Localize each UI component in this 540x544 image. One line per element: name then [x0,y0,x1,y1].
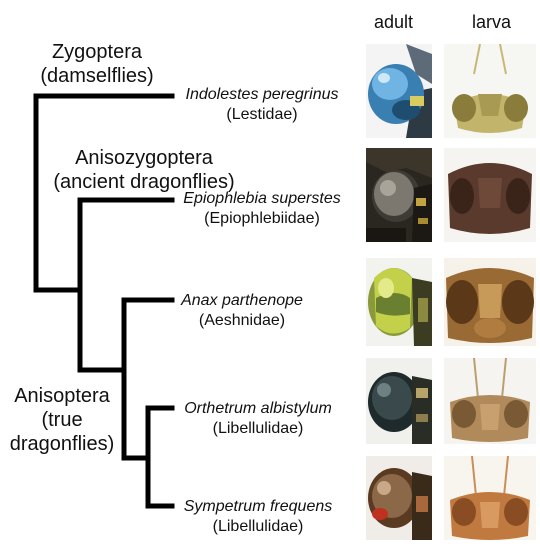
taxon-sympetrum: Sympetrum frequens (Libellulidae) [168,498,348,536]
species-name: Sympetrum frequens [168,498,348,516]
clade-anisoptera-common-1: (true [4,408,120,432]
clade-anisoptera-common-2: dragonflies) [4,432,120,456]
clade-zygoptera-label: Zygoptera (damselflies) [40,40,154,88]
adult-photo-anax [366,258,432,346]
adult-photo-sympetrum [366,456,432,540]
species-name: Orthetrum albistylum [168,400,348,418]
adult-photo-orthetrum [366,358,432,444]
clade-anisoptera-name: Anisoptera [4,384,120,408]
taxon-indolestes: Indolestes peregrinus (Lestidae) [172,86,352,124]
adult-photo-indolestes [366,44,432,138]
clade-zygoptera-name: Zygoptera [40,40,154,64]
clade-anisozygoptera-label: Anisozygoptera (ancient dragonflies) [46,146,242,194]
larva-photo-sympetrum [444,456,536,540]
family-name: (Libellulidae) [168,420,348,438]
adult-photo-epiophlebia [366,148,432,242]
species-name: Epiophlebia superstes [172,190,352,208]
taxon-anax: Anax parthenope (Aeshnidae) [162,292,322,330]
family-name: (Epiophlebiidae) [172,210,352,228]
larva-photo-orthetrum [444,358,536,444]
family-name: (Lestidae) [172,106,352,124]
species-name: Indolestes peregrinus [172,86,352,104]
taxon-epiophlebia: Epiophlebia superstes (Epiophlebiidae) [172,190,352,228]
species-name: Anax parthenope [162,292,322,310]
taxon-orthetrum: Orthetrum albistylum (Libellulidae) [168,400,348,438]
family-name: (Libellulidae) [168,518,348,536]
larva-photo-indolestes [444,44,536,138]
family-name: (Aeshnidae) [162,312,322,330]
clade-zygoptera-common: (damselflies) [40,64,154,88]
larva-photo-anax [444,258,536,346]
larva-photo-epiophlebia [444,148,536,242]
clade-anisoptera-label: Anisoptera (true dragonflies) [4,384,120,456]
clade-anisozygoptera-name: Anisozygoptera [46,146,242,170]
